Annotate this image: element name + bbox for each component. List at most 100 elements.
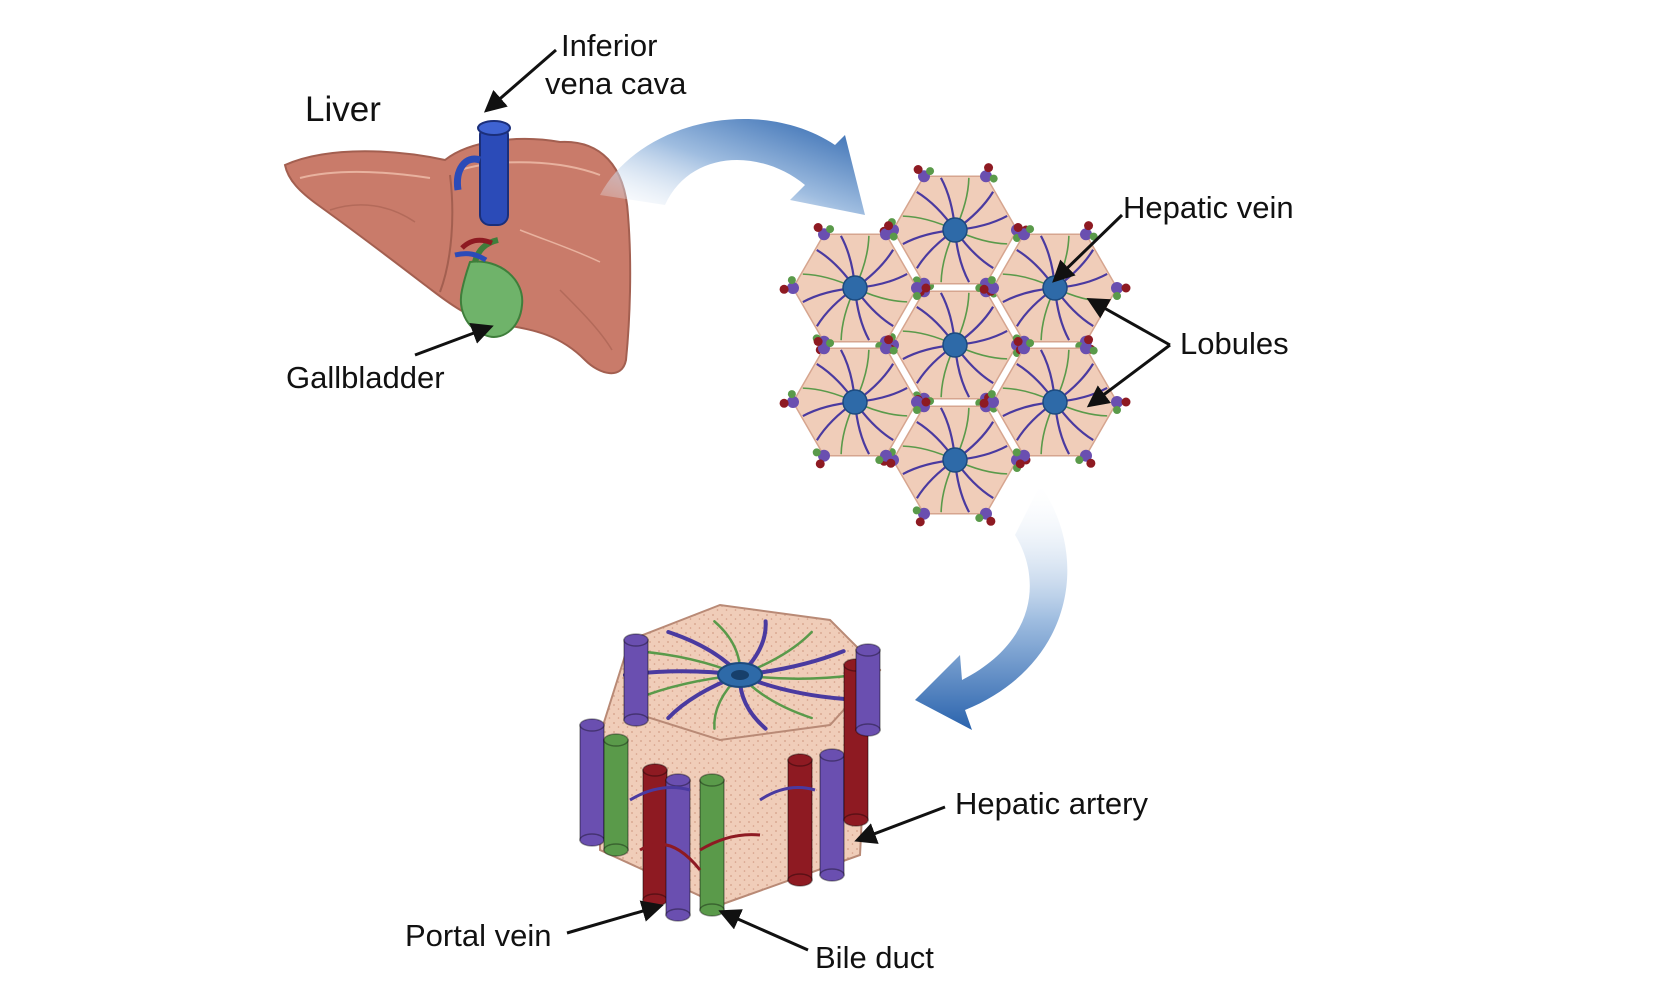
hepatic-artery-dot: [884, 335, 894, 345]
pointer-arrows: [414, 48, 1171, 952]
central-vein: [1042, 389, 1068, 415]
cylinder-body: [579, 724, 605, 841]
portal-vein-dot: [918, 507, 930, 520]
hepatic-lobule: [779, 335, 931, 469]
bile-duct-dot: [1113, 406, 1121, 414]
hepatic-artery-dot: [1013, 222, 1023, 232]
cylinder-top: [665, 773, 691, 787]
cylinder-top: [623, 633, 649, 647]
ivc-pointer-arrow: [483, 48, 557, 113]
hepatic-artery-dot: [984, 163, 994, 173]
portal-vein-dot: [1111, 282, 1123, 294]
lobules-pointer-arrow-lower: [1086, 343, 1171, 408]
vessel-cylinder: [603, 733, 629, 857]
lobule-3d-section: [579, 603, 882, 922]
cylinder-body: [603, 739, 629, 851]
hepatic-artery-dot: [779, 398, 789, 408]
bile-duct-dot: [826, 339, 835, 348]
cylinder-body: [623, 639, 649, 721]
cylinder-body: [665, 779, 691, 916]
cylinder-bottom: [787, 873, 813, 887]
cylinder-bottom: [642, 893, 668, 907]
bile-duct-dot: [1026, 339, 1035, 348]
vessel-cylinder: [855, 643, 881, 737]
hepatic-artery-dot: [813, 222, 823, 232]
cylinder-bottom: [579, 833, 605, 847]
lobules-label: Lobules: [1180, 326, 1289, 361]
cylinder-top: [579, 718, 605, 732]
portal-vein-dot: [987, 396, 999, 408]
vessel-cylinder: [642, 763, 668, 907]
portal-vein-dot: [818, 449, 830, 462]
gallbladder-label: Gallbladder: [286, 360, 445, 395]
side-branch: [629, 786, 691, 802]
bile-duct-dot: [1026, 225, 1035, 234]
vessel-cylinder: [819, 748, 845, 882]
hepatic-artery-dot: [1015, 459, 1025, 469]
portal-vein-dot: [880, 228, 892, 241]
portal-vein-dot: [1018, 449, 1030, 462]
portal-vein-pointer-arrow: [566, 900, 664, 935]
vessel-cylinder: [787, 753, 813, 887]
bile-duct-dot: [787, 276, 796, 285]
cylinder-bottom: [819, 868, 845, 882]
vessel-cylinder: [579, 718, 605, 847]
vessel-cylinder: [623, 633, 649, 727]
cylinder-body: [819, 754, 845, 876]
side-branch: [759, 786, 816, 802]
side-branch: [639, 842, 702, 871]
bile-duct-dot: [912, 506, 921, 515]
bile-duct-dot: [812, 448, 821, 457]
cylinder-body: [787, 759, 813, 881]
lobules-pointer-arrow-upper: [1086, 298, 1171, 347]
ivc-label-line2: vena cava: [545, 66, 687, 101]
bile-duct-dot: [913, 292, 921, 300]
cylinder-top: [855, 643, 881, 657]
hepatic-artery-dot: [1013, 336, 1023, 346]
hepatic-artery-dot: [1084, 221, 1094, 231]
hepatic-lobule: [979, 221, 1131, 355]
cylinder-bottom: [603, 843, 629, 857]
cylinder-bottom: [855, 723, 881, 737]
ivc-label-line1: Inferior: [561, 28, 658, 63]
central-vein: [942, 447, 968, 473]
bile-duct-dot: [889, 232, 898, 241]
bile-duct-pointer-arrow: [718, 909, 809, 952]
hepatic-lobule: [779, 221, 931, 355]
central-vein: [942, 332, 968, 358]
hepatic-artery-dot: [815, 459, 825, 469]
gallbladder-pointer-arrow: [414, 322, 494, 357]
portal-vein-dot: [911, 282, 923, 294]
hepatic-artery-dot: [913, 164, 923, 174]
portal-vein-dot: [1080, 342, 1092, 355]
cylinder-body: [855, 649, 881, 731]
central-vein: [842, 275, 868, 301]
side-branch: [699, 833, 761, 852]
vessel-cylinder: [665, 773, 691, 922]
bile-duct-dot: [989, 174, 998, 183]
bile-duct-dot: [787, 390, 796, 399]
portal-vein-dot: [1080, 228, 1092, 241]
cylinder-top: [819, 748, 845, 762]
bile-duct-dot: [826, 225, 835, 234]
liver-label: Liver: [305, 90, 381, 129]
flow-arrow-liver-to-lobules: [600, 118, 865, 215]
portal-vein-dot: [911, 396, 923, 408]
hepatic-artery-dot: [979, 284, 989, 294]
lobule-portal-triads: [579, 633, 881, 922]
portal-vein-dot: [787, 396, 799, 408]
hepatic-vein-label: Hepatic vein: [1123, 190, 1294, 225]
bile-duct-dot: [875, 456, 884, 465]
hepatic-artery-dot: [779, 284, 789, 294]
bile-duct-dot: [975, 514, 984, 523]
hepatic-vein-pointer-arrow: [1052, 213, 1124, 283]
portal-vein-dot: [987, 282, 999, 294]
bile-duct-dot: [1075, 456, 1084, 465]
flow-arrow-lobules-to-lobule: [915, 485, 1068, 730]
portal-vein-dot: [1111, 396, 1123, 408]
cylinder-top: [699, 773, 725, 787]
bile-duct-dot: [987, 390, 996, 399]
hepatic-artery-dot: [1121, 397, 1131, 407]
